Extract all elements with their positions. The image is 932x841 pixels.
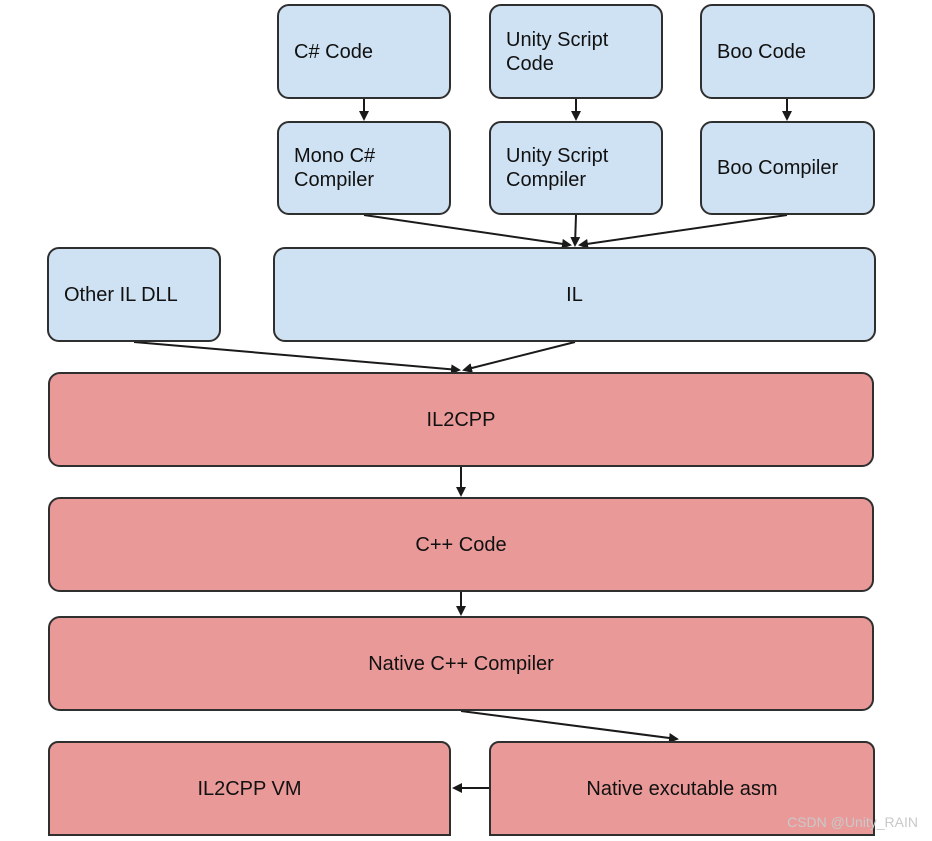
watermark: CSDN @Unity_RAIN (787, 814, 918, 830)
il-label: IL (566, 283, 583, 306)
other-il-dll-label: Other IL DLL (64, 283, 178, 306)
cpp-code-label: C++ Code (415, 533, 507, 556)
boo-compiler-label: Boo Compiler (717, 157, 839, 179)
csharp-code-box: C# Code (277, 4, 451, 99)
arrow-il-to-il2cpp (462, 341, 576, 373)
cpp-code-box: C++ Code (48, 497, 874, 592)
il2cpp-vm-box: IL2CPP VM (48, 741, 451, 836)
unity-script-code-label: Unity Script Code (506, 28, 609, 75)
native-cpp-compiler-box: Native C++ Compiler (48, 616, 874, 711)
arrow-mono-to-il (363, 214, 572, 249)
native-executable-asm-box: Native excutable asm (489, 741, 875, 836)
csharp-code-label: C# Code (294, 40, 373, 63)
mono-csharp-compiler-label: Mono C# Compiler (294, 145, 376, 191)
arrow-native-compiler-to-asm (460, 710, 679, 743)
boo-compiler-box: Boo Compiler (700, 121, 875, 215)
unity-script-code-box: Unity Script Code (489, 4, 663, 99)
arrow-unityscript-compiler-to-il (570, 214, 581, 247)
other-il-dll-box: Other IL DLL (47, 247, 221, 342)
unity-script-compiler-box: Unity Script Compiler (489, 121, 663, 215)
boo-code-box: Boo Code (700, 4, 875, 99)
mono-csharp-compiler-box: Mono C# Compiler (277, 121, 451, 215)
il-box: IL (273, 247, 876, 342)
arrow-boo-compiler-to-il (578, 214, 788, 249)
boo-code-label: Boo Code (717, 40, 806, 63)
il2cpp-label: IL2CPP (426, 408, 496, 431)
il2cpp-vm-label: IL2CPP VM (197, 777, 302, 800)
native-executable-asm-label: Native excutable asm (586, 777, 778, 800)
il2cpp-box: IL2CPP (48, 372, 874, 467)
unity-script-compiler-label: Unity Script Compiler (506, 145, 609, 191)
arrow-other-il-dll-to-il2cpp (133, 341, 461, 375)
native-cpp-compiler-label: Native C++ Compiler (368, 652, 554, 675)
